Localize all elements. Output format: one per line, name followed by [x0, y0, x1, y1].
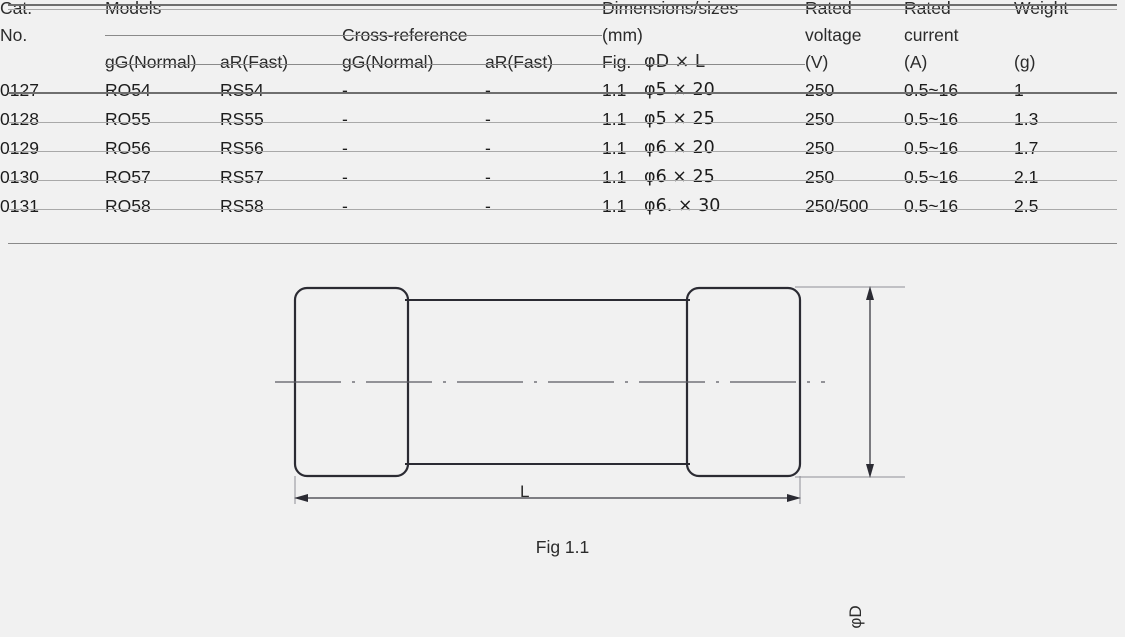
subheader-voltage-unit: (V)	[805, 52, 829, 72]
figure-caption: Fig 1.1	[535, 537, 590, 557]
cell-cat-no: 0129	[0, 138, 39, 158]
row-separator-3	[8, 180, 1117, 181]
cell-weight: 2.5	[1014, 196, 1039, 216]
header-dimensions-line2: (mm)	[602, 25, 643, 45]
crossref-dimensions-group-rule	[105, 64, 805, 65]
fuse-technical-drawing-svg	[275, 286, 905, 504]
cell-fig: 1.1	[602, 167, 627, 187]
subheader-xref-gg: gG(Normal)	[342, 52, 434, 72]
cell-xref-ar: -	[485, 167, 491, 187]
header-row-3: gG(Normal) aR(Fast) gG(Normal) aR(Fast) …	[0, 52, 1125, 82]
cell-models-gg: RO56	[105, 138, 151, 158]
header-cat-no-line2: No.	[0, 25, 28, 45]
cell-cat-no: 0131	[0, 196, 39, 216]
table-row: 0128 RO55 RS55 - - 1.1 φ5 × 25 250 0.5~1…	[0, 109, 1125, 140]
cell-voltage: 250	[805, 109, 835, 129]
header-cross-reference: Cross-reference	[342, 25, 468, 45]
table-top-rule-inner	[8, 9, 1117, 10]
cell-current: 0.5~16	[904, 196, 959, 216]
cell-dimension: φ6 × 20	[644, 138, 715, 158]
models-group-rule	[105, 35, 602, 36]
row-separator-1	[8, 122, 1117, 123]
cell-weight: 1	[1014, 80, 1024, 100]
subheader-cat-no-spacer	[0, 54, 105, 82]
row-separator-2	[8, 151, 1117, 152]
cell-voltage: 250	[805, 80, 835, 100]
cell-voltage: 250	[805, 138, 835, 158]
cell-weight: 1.3	[1014, 109, 1039, 129]
subheader-weight-unit: (g)	[1014, 52, 1036, 72]
cell-models-ar: RS54	[220, 80, 264, 100]
cell-fig: 1.1	[602, 109, 627, 129]
cell-xref-gg: -	[342, 196, 348, 216]
cell-xref-gg: -	[342, 167, 348, 187]
cell-xref-ar: -	[485, 196, 491, 216]
cell-dimension: φ6. × 30	[644, 196, 721, 216]
diameter-dimension-label: φD	[846, 605, 865, 629]
subheader-models-ar: aR(Fast)	[220, 52, 289, 72]
cell-models-ar: RS55	[220, 109, 264, 129]
table-bottom-rule	[8, 243, 1117, 244]
cell-models-gg: RO58	[105, 196, 151, 216]
cell-xref-gg: -	[342, 109, 348, 129]
subheader-current-unit: (A)	[904, 52, 928, 72]
cell-models-gg: RO57	[105, 167, 151, 187]
cell-fig: 1.1	[602, 80, 627, 100]
cell-current: 0.5~16	[904, 138, 959, 158]
header-rated-voltage-line2: voltage	[805, 25, 862, 45]
cell-xref-gg: -	[342, 138, 348, 158]
cell-voltage: 250/500	[805, 196, 869, 216]
length-arrow-right	[787, 494, 801, 502]
cell-models-gg: RO55	[105, 109, 151, 129]
length-arrow-left	[294, 494, 308, 502]
cell-voltage: 250	[805, 167, 835, 187]
specification-table-container: Cat. Models Dimensions/sizes Rated Rated…	[0, 0, 1125, 252]
header-rated-current-line2: current	[904, 25, 959, 45]
subheader-xref-ar: aR(Fast)	[485, 52, 554, 72]
cell-xref-ar: -	[485, 80, 491, 100]
cell-weight: 2.1	[1014, 167, 1039, 187]
cell-xref-gg: -	[342, 80, 348, 100]
cell-fig: 1.1	[602, 196, 627, 216]
cell-weight: 1.7	[1014, 138, 1039, 158]
table-top-rule-outer	[8, 4, 1117, 6]
table-row: 0129 RO56 RS56 - - 1.1 φ6 × 20 250 0.5~1…	[0, 138, 1125, 169]
cell-cat-no: 0130	[0, 167, 39, 187]
cell-models-ar: RS58	[220, 196, 264, 216]
cell-dimension: φ5 × 25	[644, 109, 715, 129]
subheader-models-gg: gG(Normal)	[105, 52, 197, 72]
cell-models-ar: RS56	[220, 138, 264, 158]
header-models-spacer	[105, 27, 342, 54]
table-row: 0127 RO54 RS54 - - 1.1 φ5 × 20 250 0.5~1…	[0, 80, 1125, 111]
cell-current: 0.5~16	[904, 109, 959, 129]
cell-dimension: φ5 × 20	[644, 80, 715, 100]
phid-arrow-top	[866, 286, 874, 300]
cell-xref-ar: -	[485, 109, 491, 129]
header-weight-spacer	[1014, 27, 1125, 54]
table-row: 0130 RO57 RS57 - - 1.1 φ6 × 25 250 0.5~1…	[0, 167, 1125, 198]
cell-current: 0.5~16	[904, 80, 959, 100]
table-row: 0131 RO58 RS58 - - 1.1 φ6. × 30 250/500 …	[0, 196, 1125, 227]
cell-fig: 1.1	[602, 138, 627, 158]
phid-arrow-bottom	[866, 464, 874, 478]
length-dimension-label: L	[520, 482, 530, 501]
cell-cat-no: 0128	[0, 109, 39, 129]
row-separator-4	[8, 209, 1117, 210]
fuse-drawing: L φD Fig 1.1	[0, 252, 1125, 629]
cell-current: 0.5~16	[904, 167, 959, 187]
subheader-fig: Fig.	[602, 52, 632, 72]
specification-table: Cat. Models Dimensions/sizes Rated Rated…	[0, 0, 1125, 227]
header-bottom-rule	[8, 92, 1117, 94]
header-row-2: No. Cross-reference (mm) voltage current	[0, 25, 1125, 54]
cell-dimension: φ6 × 25	[644, 167, 715, 187]
cell-models-ar: RS57	[220, 167, 264, 187]
subheader-dimension: φD × L	[644, 52, 705, 72]
cell-models-gg: RO54	[105, 80, 151, 100]
cell-cat-no: 0127	[0, 80, 39, 100]
cell-xref-ar: -	[485, 138, 491, 158]
